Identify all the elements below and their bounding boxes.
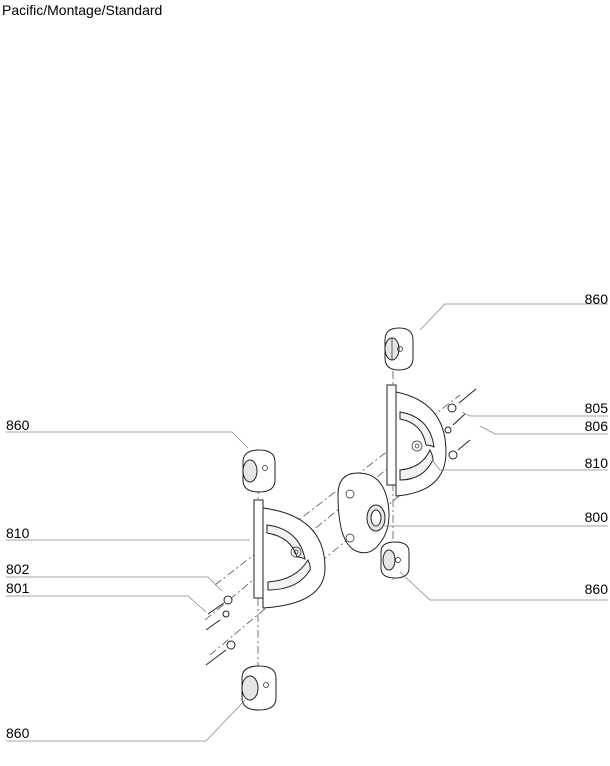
clamp-block-top-right	[384, 327, 414, 371]
callout-805: 805	[585, 400, 609, 416]
callout-801: 801	[6, 580, 30, 596]
clamp-block-bottom	[241, 665, 277, 711]
page-title: Pacific/Montage/Standard	[2, 2, 163, 18]
washer-802	[222, 595, 236, 650]
screw-801	[205, 602, 227, 666]
bracket-plate-left	[253, 499, 326, 609]
clamp-block-left-upper	[242, 449, 276, 493]
callout-810-right: 810	[585, 455, 609, 471]
callout-806: 806	[585, 418, 609, 434]
leader-lines	[6, 303, 608, 742]
screw-805	[444, 388, 477, 434]
washer-806	[448, 439, 471, 460]
callout-860-mid-right: 860	[585, 581, 609, 597]
bracket-plate-right	[386, 384, 447, 497]
callout-860-top-right: 860	[585, 291, 609, 307]
callout-860-left: 860	[6, 417, 30, 433]
callout-800: 800	[585, 509, 609, 525]
swivel-joint-800	[337, 472, 390, 554]
clamp-block-mid-right	[380, 541, 410, 579]
callout-802: 802	[6, 561, 30, 577]
callout-810-left: 810	[6, 525, 30, 541]
callout-860-bottom: 860	[6, 725, 30, 741]
